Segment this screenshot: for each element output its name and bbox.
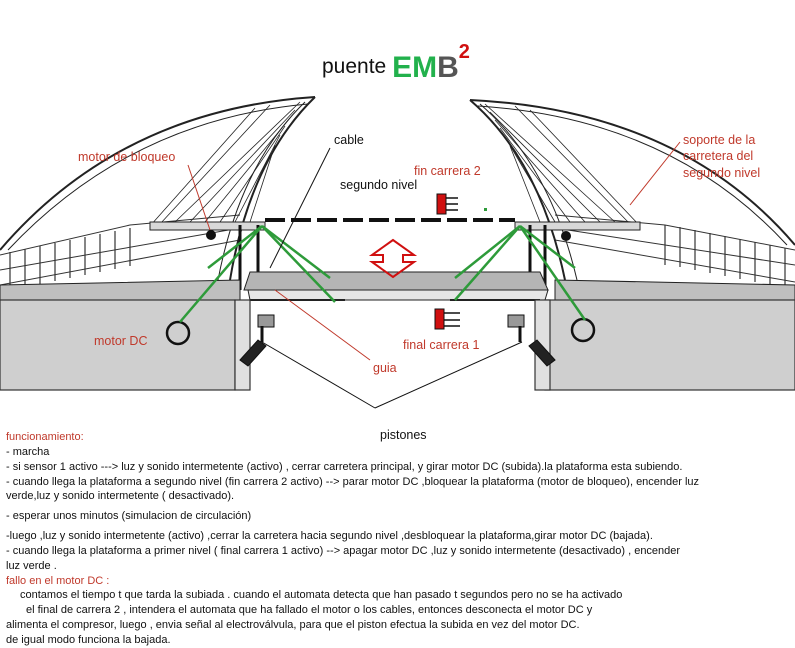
up-down-arrow-icon [368,238,418,279]
limit-switch-2-icon [436,193,487,215]
text-line: de igual modo funciona la bajada. [6,633,171,646]
motor-bloqueo-right-icon [561,231,571,241]
label-segundo-nivel: segundo nivel [340,178,418,192]
brand-logo: EMB2 [392,41,470,84]
text-line: verde,luz y sonido intermetente ( desact… [6,490,235,503]
heading-funcionamiento: funcionamiento: [6,431,84,443]
text-line: el final de carrera 2 , intendera el aut… [26,604,593,617]
text-line: alimenta el compresor, luego , envia señ… [6,619,580,632]
heading-fallo: fallo en el motor DC : [6,574,110,587]
text-line: - si sensor 1 activo ---> luz y sonido i… [6,460,683,473]
leader-lines-red [187,141,681,361]
label-motor-bloqueo: motor de bloqueo [78,150,176,164]
left-arch [0,96,316,281]
text-line: -luego ,luz y sonido intermetente (activ… [6,530,653,543]
label-motor-dc: motor DC [94,334,148,348]
motor-dc-left-icon [165,320,191,346]
moving-platform [243,271,549,301]
leader-lines [261,147,523,409]
label-cable: cable [334,133,364,147]
second-level-road [149,221,641,231]
page-title: puente EMB2 [322,41,470,84]
label-fin-carrera-2: fin carrera 2 [414,164,481,178]
text-line: - esperar unos minutos (simulacion de ci… [6,510,252,523]
right-arch [469,99,795,281]
text-line: contamos el tiempo t que tarda la subiad… [20,589,623,602]
label-final-carrera-1: final carrera 1 [403,338,480,352]
text-line: - marcha [6,445,50,458]
motor-bloqueo-left-icon [206,230,216,240]
right-railing [554,214,795,288]
title-prefix: puente [322,55,387,78]
label-soporte: soporte de la carretera del segundo nive… [683,133,761,180]
text-line: luz verde . [6,559,57,572]
pistons [239,314,556,367]
label-guia: guia [373,361,397,375]
text-line: - cuando llega la plataforma a segundo n… [6,475,700,488]
abutments [0,299,795,391]
bridge-diagram [0,96,795,409]
label-pistones: pistones [380,428,427,442]
green-cables [179,225,587,323]
left-railing [0,214,241,290]
limit-switch-1-icon [434,308,460,330]
text-line: - cuando llega la plataforma a primer ni… [6,544,681,557]
description: funcionamiento: - marcha - si sensor 1 a… [6,430,786,648]
